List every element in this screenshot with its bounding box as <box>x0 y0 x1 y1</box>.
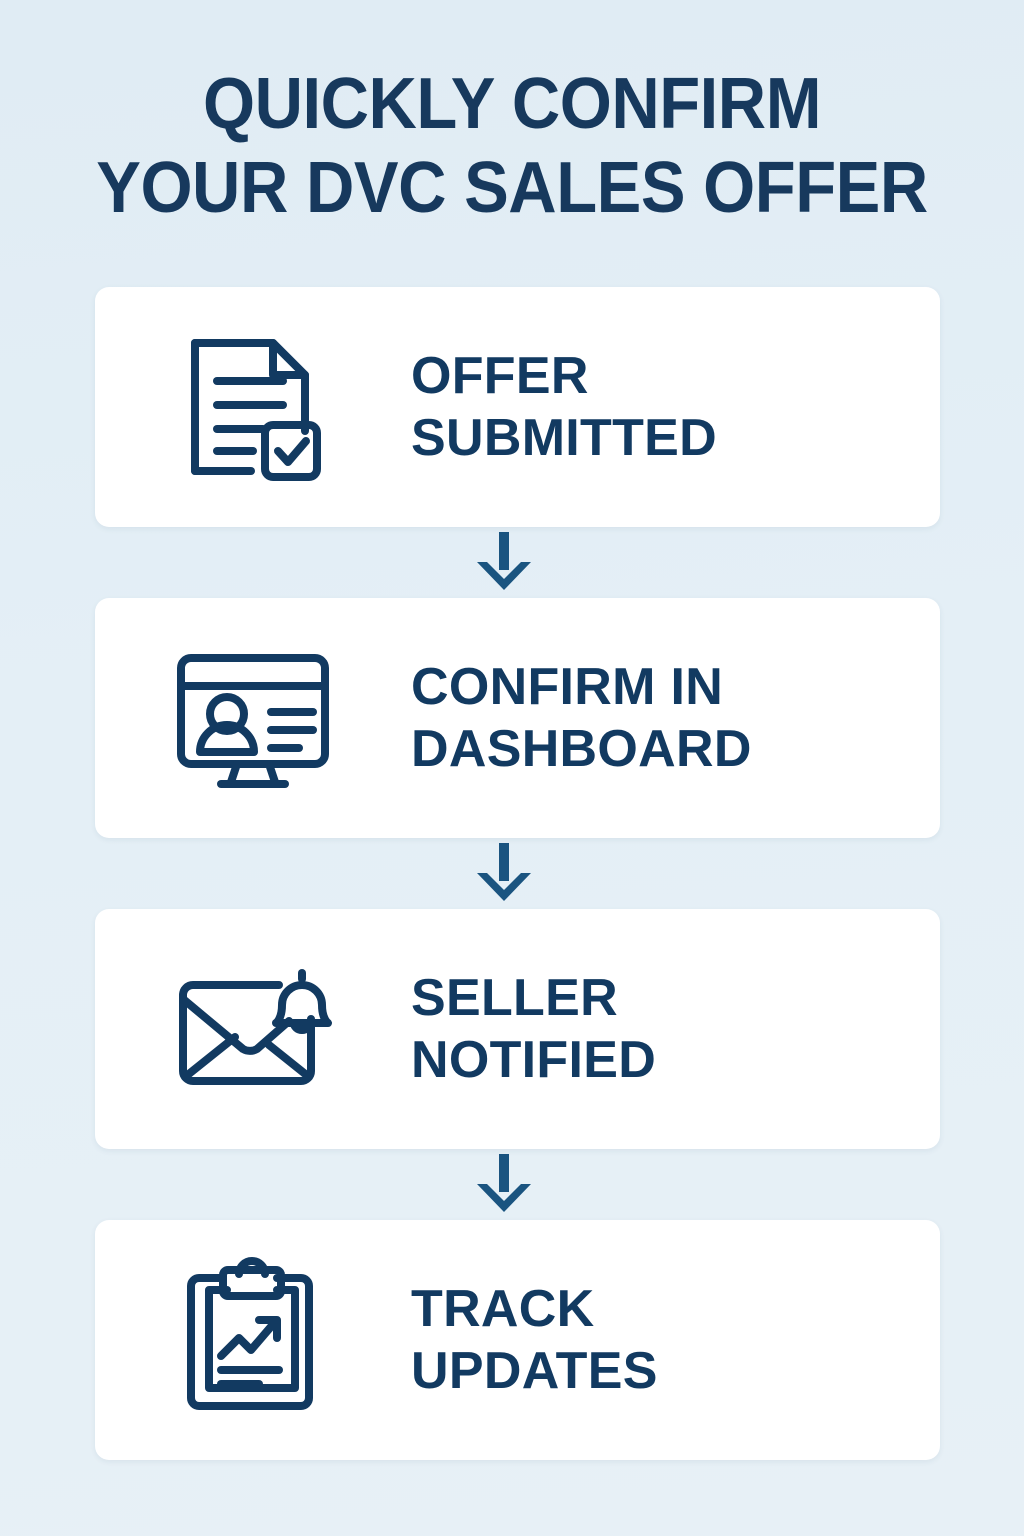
step-label-line-2: UPDATES <box>411 1342 658 1400</box>
connector-2 <box>95 838 940 909</box>
step-label-line-1: CONFIRM IN <box>411 658 724 716</box>
arrow-down-icon <box>477 1153 531 1212</box>
arrow-down-icon <box>477 842 531 901</box>
step-label-line-2: DASHBOARD <box>411 720 752 778</box>
step-card-seller-notified[interactable]: SELLER NOTIFIED <box>95 909 940 1149</box>
step-card-label: CONFIRM IN DASHBOARD <box>411 656 752 780</box>
step-label-line-1: SELLER <box>411 969 618 1027</box>
page-title-line-2: YOUR DVC SALES OFFER <box>96 148 928 228</box>
document-check-icon <box>163 317 343 497</box>
step-card-track-updates[interactable]: TRACK UPDATES <box>95 1220 940 1460</box>
step-label-line-2: SUBMITTED <box>411 409 718 467</box>
step-card-label: TRACK UPDATES <box>411 1278 658 1402</box>
step-label-line-2: NOTIFIED <box>411 1031 657 1089</box>
clipboard-chart-icon <box>163 1250 343 1430</box>
step-label-line-1: OFFER <box>411 347 589 405</box>
connector-1 <box>95 527 940 598</box>
page-title: QUICKLY CONFIRM YOUR DVC SALES OFFER <box>0 62 1024 230</box>
step-card-label: OFFER SUBMITTED <box>411 345 717 469</box>
step-label-line-1: TRACK <box>411 1280 595 1338</box>
monitor-user-dashboard-icon <box>163 628 343 808</box>
step-list: OFFER SUBMITTED <box>95 287 940 1460</box>
step-card-confirm-in-dashboard[interactable]: CONFIRM IN DASHBOARD <box>95 598 940 838</box>
step-card-label: SELLER NOTIFIED <box>411 967 656 1091</box>
step-card-offer-submitted[interactable]: OFFER SUBMITTED <box>95 287 940 527</box>
connector-3 <box>95 1149 940 1220</box>
page-title-line-1: QUICKLY CONFIRM <box>202 64 822 144</box>
envelope-bell-icon <box>163 939 343 1119</box>
arrow-down-icon <box>477 531 531 590</box>
